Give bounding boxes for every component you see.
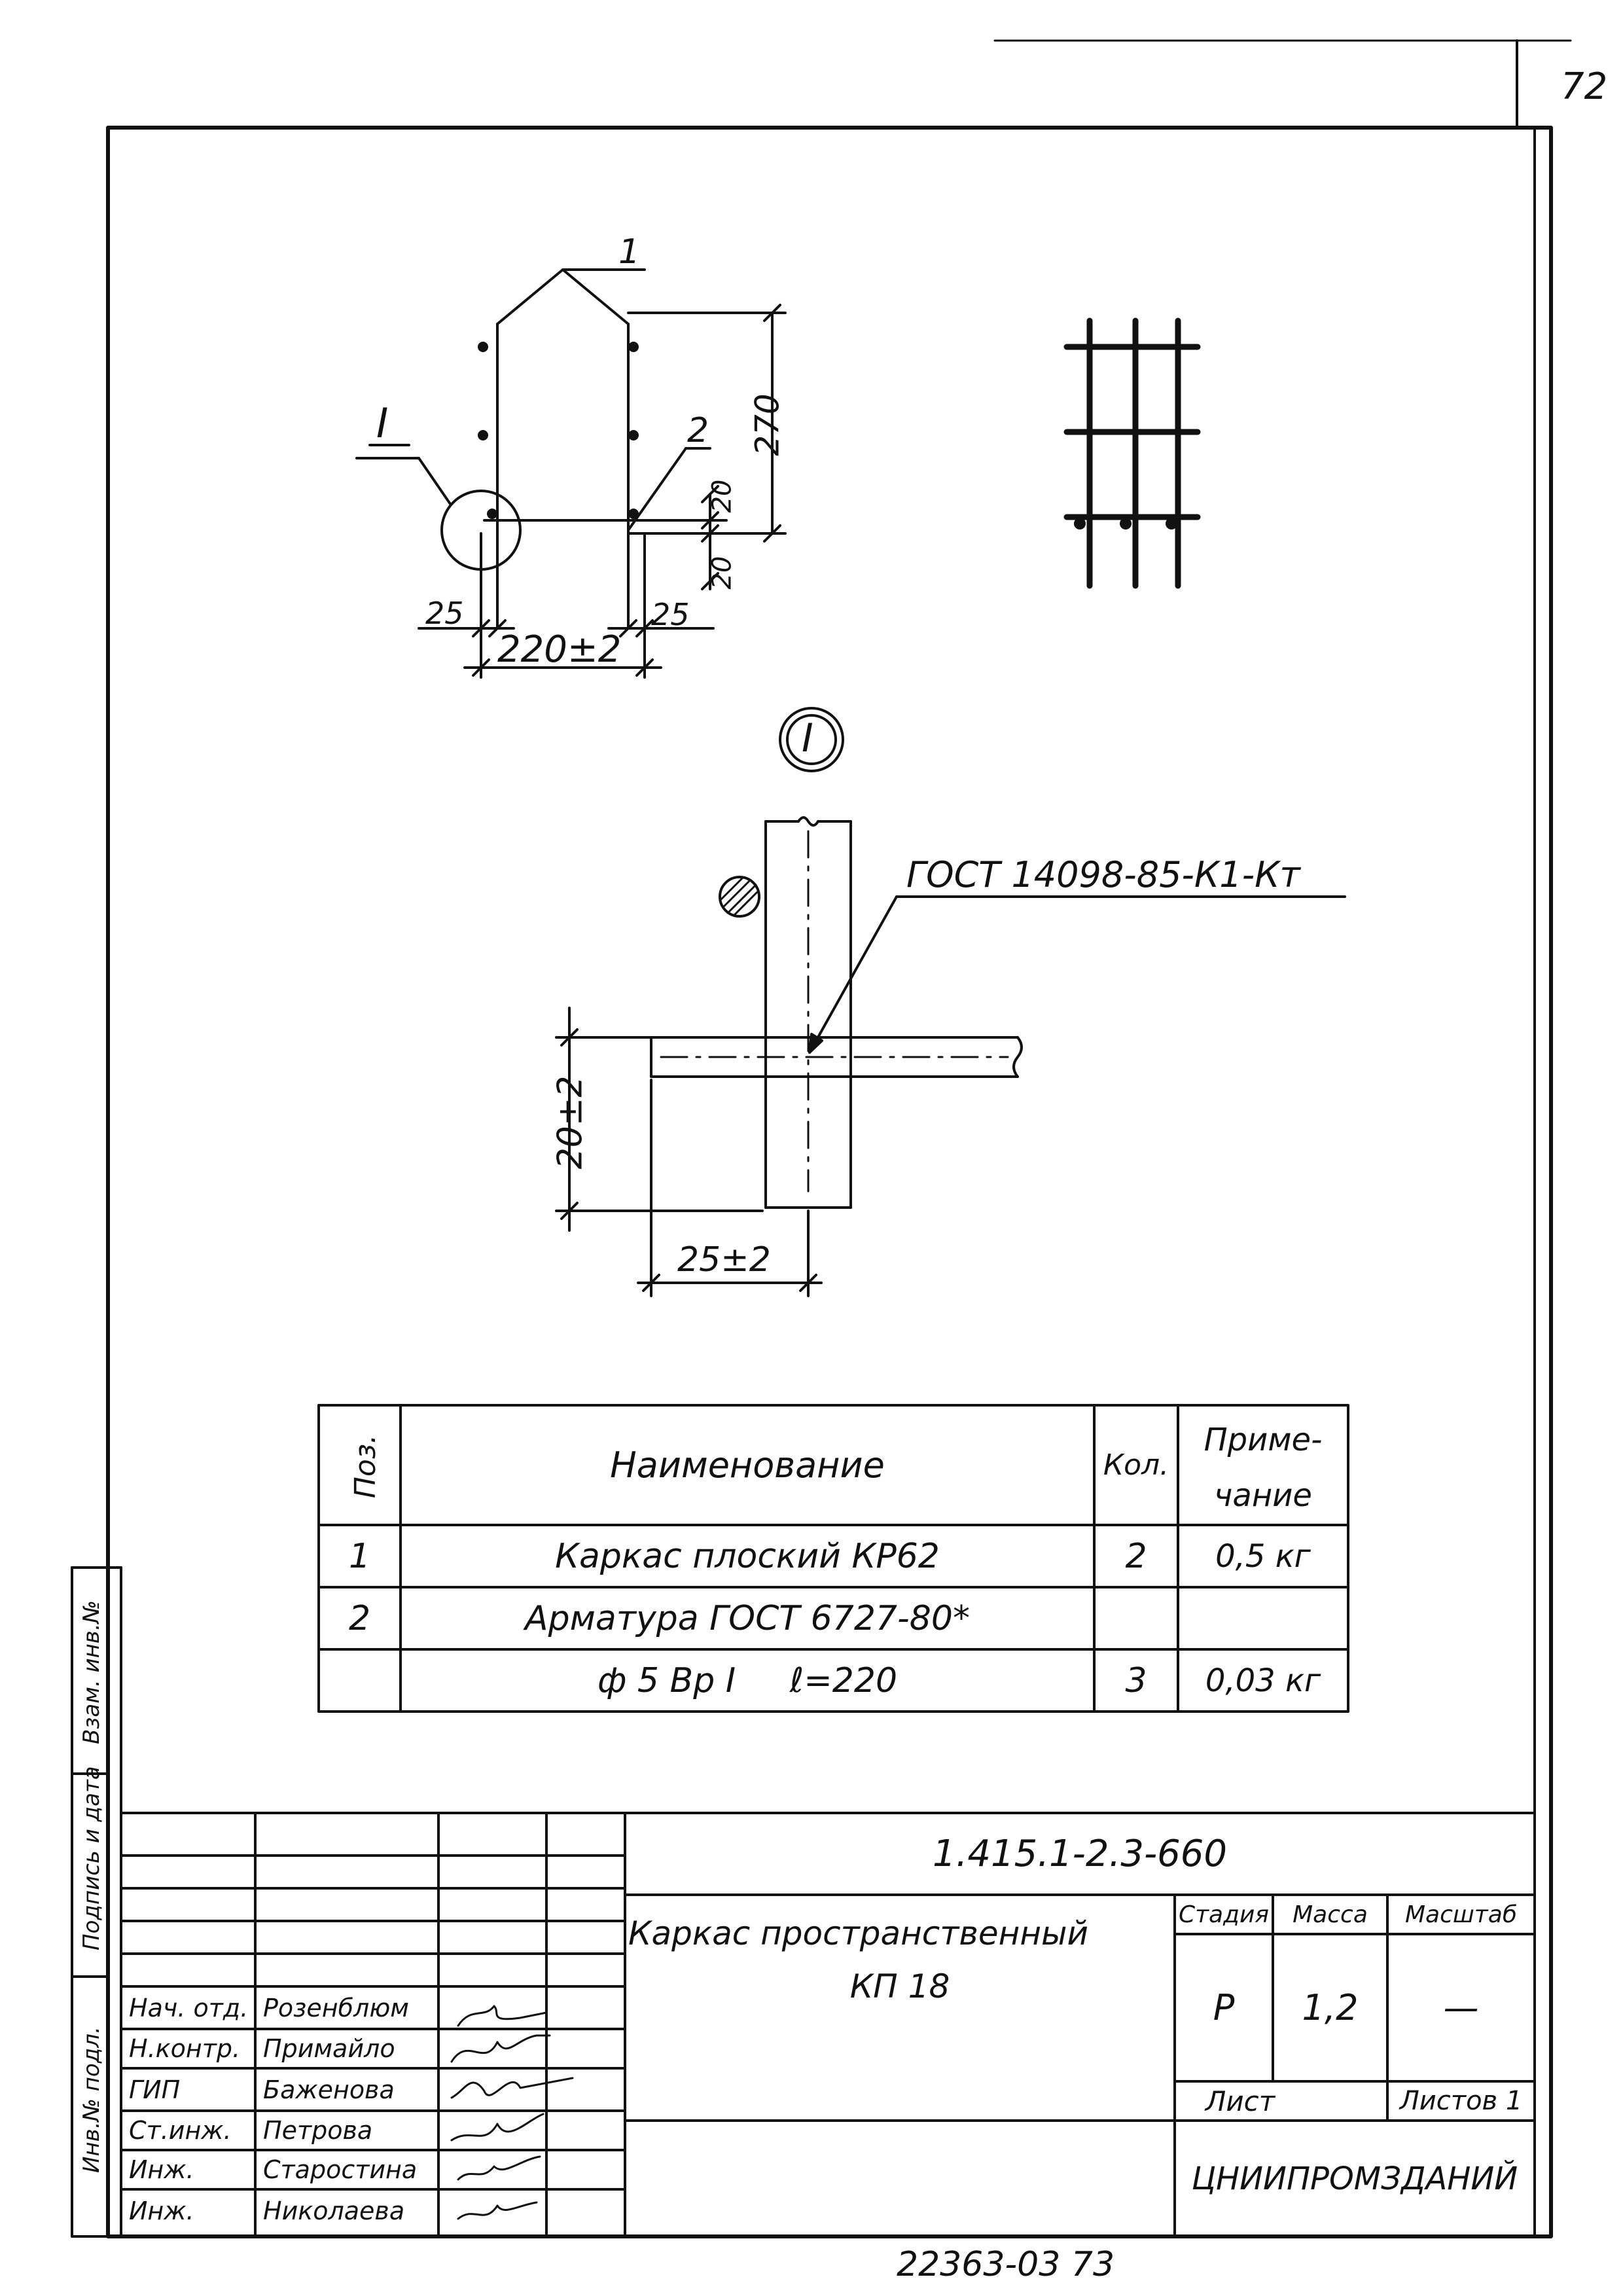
sign-name-3: Баженова — [263, 2075, 395, 2104]
callout-2: 2 — [687, 411, 709, 450]
detail-circle-label: I — [802, 715, 813, 761]
header-pos: Поз. — [349, 1434, 383, 1499]
weld-note: ГОСТ 14098-85-К1-Кт — [906, 854, 1300, 895]
stamp-sign-date: Подпись и дата — [79, 1766, 105, 1950]
row-2-note — [1178, 1587, 1348, 1649]
dim-25-detail: 25±2 — [677, 1240, 771, 1280]
dim-220: 220±2 — [497, 628, 622, 671]
page-number: 72 — [1561, 65, 1608, 108]
sign-name-6: Николаева — [263, 2196, 405, 2225]
row-2-pos: 2 — [348, 1598, 371, 1638]
sign-name-4: Петрова — [263, 2116, 373, 2145]
sign-role-5: Инж. — [129, 2155, 194, 2184]
dim-270: 270 — [748, 393, 787, 456]
header-name: Наименование — [610, 1444, 885, 1486]
row-3-pos — [319, 1649, 401, 1712]
header-qty: Кол. — [1103, 1448, 1169, 1482]
title-line-1: Каркас пространственный — [628, 1914, 1089, 1952]
sign-role-1: Нач. отд. — [129, 1993, 249, 2022]
sign-role-4: Ст.инж. — [129, 2116, 232, 2145]
sign-role-3: ГИП — [129, 2075, 181, 2104]
row-2-qty — [1094, 1587, 1178, 1649]
title-block-grid — [120, 1566, 1536, 2238]
stage-label: Стадия — [1178, 1901, 1270, 1928]
row-3-qty: 3 — [1125, 1660, 1147, 1700]
row-1-qty: 2 — [1125, 1536, 1147, 1576]
sign-name-5: Старостина — [263, 2155, 418, 2184]
sheets-label: Листов 1 — [1399, 2086, 1523, 2116]
sign-role-2: Н.контр. — [129, 2034, 241, 2063]
scale-label: Масштаб — [1404, 1901, 1518, 1928]
stamp-inv-repl: Взам. инв.№ — [79, 1600, 105, 1745]
row-1-pos: 1 — [348, 1536, 371, 1576]
callout-1: 1 — [618, 232, 641, 272]
row-3-note: 0,03 кг — [1205, 1662, 1321, 1699]
header-note-2: чание — [1214, 1477, 1312, 1514]
dim-20-top: 20 — [707, 479, 738, 513]
signature-marks — [450, 2005, 574, 2220]
scale-value: — — [1443, 1987, 1479, 2028]
sign-role-6: Инж. — [129, 2196, 194, 2225]
stage-value: Р — [1213, 1987, 1235, 2028]
row-3-name: ф 5 Вр I ℓ=220 — [597, 1660, 898, 1700]
frame-section-outline — [483, 268, 728, 535]
dim-25-right: 25 — [651, 597, 690, 632]
grid-side-view — [1063, 317, 1201, 589]
doc-code: 1.415.1-2.3-660 — [932, 1833, 1228, 1875]
sign-name-2: Примайло — [263, 2034, 395, 2063]
dim-20-bottom: 20 — [707, 556, 738, 590]
spec-table-grid — [317, 1404, 1349, 1713]
mass-value: 1,2 — [1302, 1987, 1359, 2028]
dim-25-left: 25 — [425, 596, 464, 631]
bottom-code: 22363-03 73 — [897, 2245, 1115, 2284]
row-1-name: Каркас плоский КР62 — [555, 1536, 940, 1576]
section-mark: I — [376, 399, 389, 447]
side-stamp-grid — [71, 1566, 122, 2238]
dim-20-detail: 20±2 — [550, 1075, 590, 1170]
organization: ЦНИИПРОМЗДАНИЙ — [1191, 2160, 1518, 2197]
title-line-2: КП 18 — [849, 1967, 950, 2005]
sheet-label: Лист — [1205, 2085, 1275, 2117]
row-1-note: 0,5 кг — [1215, 1537, 1311, 1575]
stamp-inv-orig: Инв.№ подл. — [79, 2026, 105, 2173]
header-note-1: Приме- — [1204, 1422, 1323, 1458]
sign-name-1: Розенблюм — [263, 1993, 409, 2022]
row-2-name: Арматура ГОСТ 6727-80* — [525, 1598, 970, 1638]
mass-label: Масса — [1293, 1901, 1368, 1928]
